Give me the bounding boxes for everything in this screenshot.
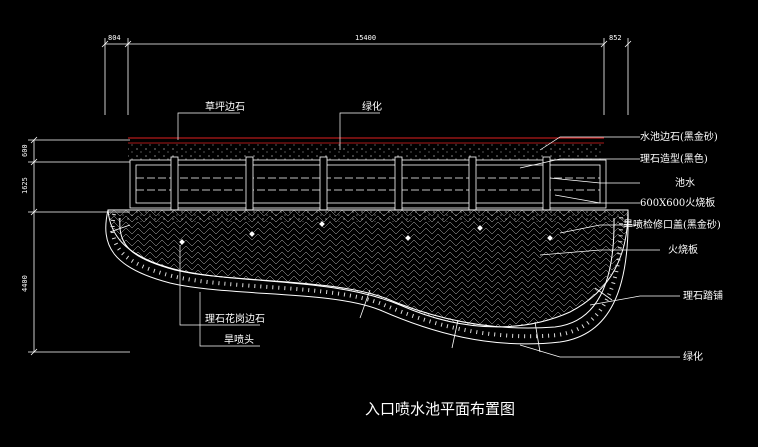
label-fire-board: 火烧板 (668, 243, 698, 256)
tile-strip (108, 210, 628, 222)
outer-band-inner (119, 217, 615, 329)
label-stone-rim: 理石造型(黑色) (640, 152, 708, 165)
label-stone-band: 理石踏铺 (683, 289, 723, 302)
band-joints (109, 224, 613, 353)
outer-band-outer (105, 209, 629, 345)
label-dry-nozzle: 旱喷头 (224, 334, 254, 346)
dim-v1: 600 (21, 144, 29, 157)
label-tile: 600X600火烧板 (640, 196, 715, 209)
label-pool-edge: 水池边石(黑金砂) (640, 130, 718, 143)
nozzle-covers (179, 221, 553, 245)
label-green-bottom: 绿化 (683, 350, 703, 363)
dim-middle: 15400 (355, 34, 376, 42)
dim-v3: 4400 (21, 275, 29, 292)
label-green-top: 绿化 (362, 100, 382, 113)
label-nozzle-cover: 旱喷检修口盖(黑金砂) (623, 218, 721, 231)
green-strip (128, 144, 604, 160)
leaders (177, 112, 680, 358)
top-dimension (101, 38, 632, 115)
drawing-title: 入口喷水池平面布置图 (365, 400, 515, 418)
dim-right: 852 (609, 34, 622, 42)
paving-area (107, 209, 629, 328)
label-granite-edge: 理石花岗边石 (205, 312, 265, 325)
dim-left: 804 (108, 34, 121, 42)
label-lawn-edge: 草坪边石 (205, 100, 245, 113)
pool-body (129, 156, 607, 211)
label-pool-water: 池水 (675, 176, 695, 189)
dim-v2: 1625 (21, 177, 29, 194)
